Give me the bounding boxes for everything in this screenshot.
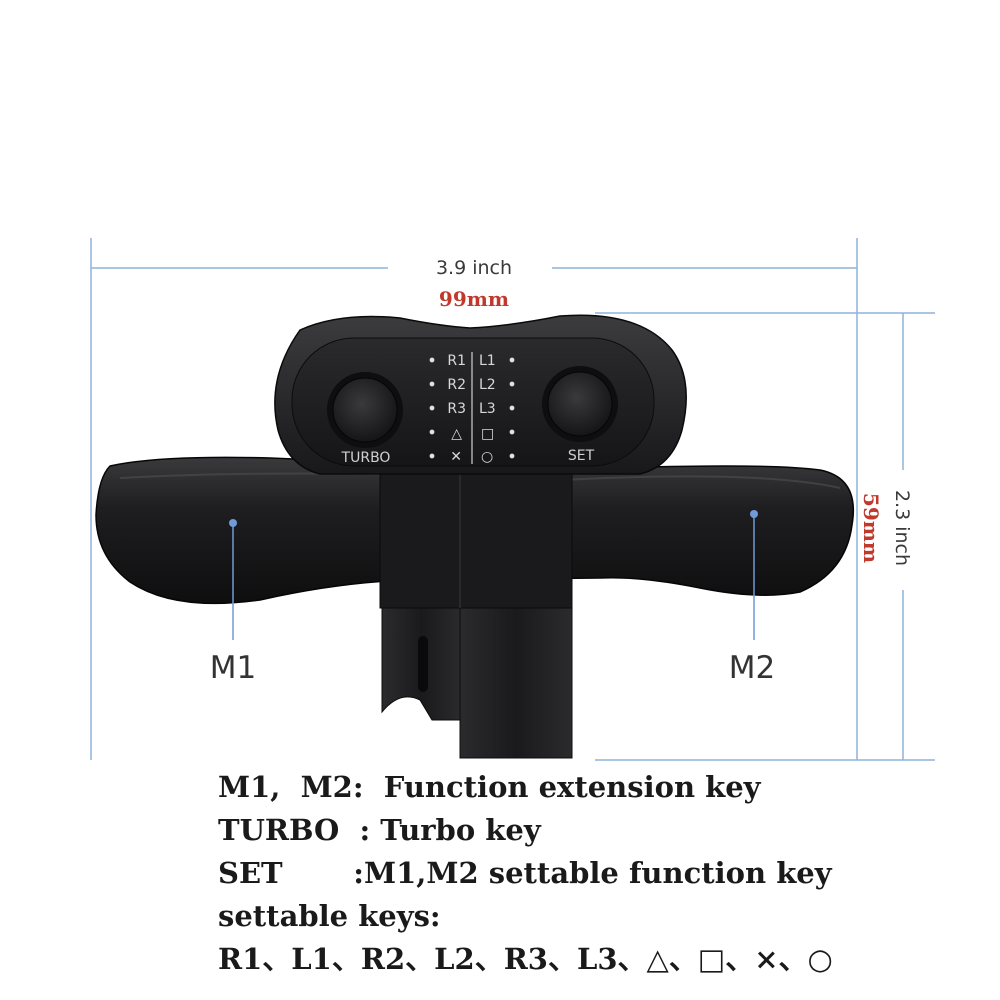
m2-pointer: M2 bbox=[729, 510, 775, 686]
turbo-button[interactable]: TURBO bbox=[327, 372, 403, 466]
m1-label: M1 bbox=[210, 650, 256, 686]
m2-label: M2 bbox=[729, 650, 775, 686]
legend-line-settable-heading: settable keys: bbox=[218, 899, 441, 933]
set-label: SET bbox=[568, 448, 595, 464]
set-button[interactable]: SET bbox=[542, 366, 618, 464]
key-label-triangle: △ bbox=[451, 426, 462, 442]
turbo-label: TURBO bbox=[341, 450, 391, 466]
left-key-column: R1 R2 R3 △ ✕ bbox=[429, 353, 466, 465]
key-label-l2: L2 bbox=[479, 377, 496, 393]
width-inch-label: 3.9 inch bbox=[436, 257, 512, 279]
key-label-l1: L1 bbox=[479, 353, 496, 369]
key-label-circle: ○ bbox=[481, 449, 493, 465]
height-dimension: 2.3 inch 59mm bbox=[595, 312, 935, 761]
key-label-l3: L3 bbox=[479, 401, 496, 417]
key-legend: M1, M2: Function extension key TURBO : T… bbox=[218, 766, 988, 981]
height-inch-label: 2.3 inch bbox=[891, 490, 913, 566]
legend-line-settable-list: R1、L1、R2、L2、R3、L3、△、□、×、○ bbox=[218, 942, 833, 976]
key-indicators: R1 R2 R3 △ ✕ L1 L2 L3 □ ○ bbox=[429, 352, 515, 465]
height-mm-label: 59mm bbox=[859, 493, 883, 563]
key-label-square: □ bbox=[481, 426, 494, 442]
legend-line-turbo: TURBO : Turbo key bbox=[218, 813, 541, 847]
legend-line-set: SET :M1,M2 settable function key bbox=[218, 856, 832, 890]
right-key-column: L1 L2 L3 □ ○ bbox=[479, 353, 515, 465]
center-stem bbox=[379, 465, 573, 609]
key-label-r3: R3 bbox=[447, 401, 466, 417]
key-label-cross: ✕ bbox=[450, 449, 462, 465]
width-dimension: 3.9 inch 99mm bbox=[90, 238, 858, 760]
key-label-r2: R2 bbox=[447, 377, 466, 393]
legend-line-function-keys: M1, M2: Function extension key bbox=[218, 770, 761, 804]
width-mm-label: 99mm bbox=[439, 287, 509, 311]
key-label-r1: R1 bbox=[447, 353, 466, 369]
mount-clip bbox=[381, 589, 573, 759]
m1-pointer: M1 bbox=[210, 519, 256, 686]
